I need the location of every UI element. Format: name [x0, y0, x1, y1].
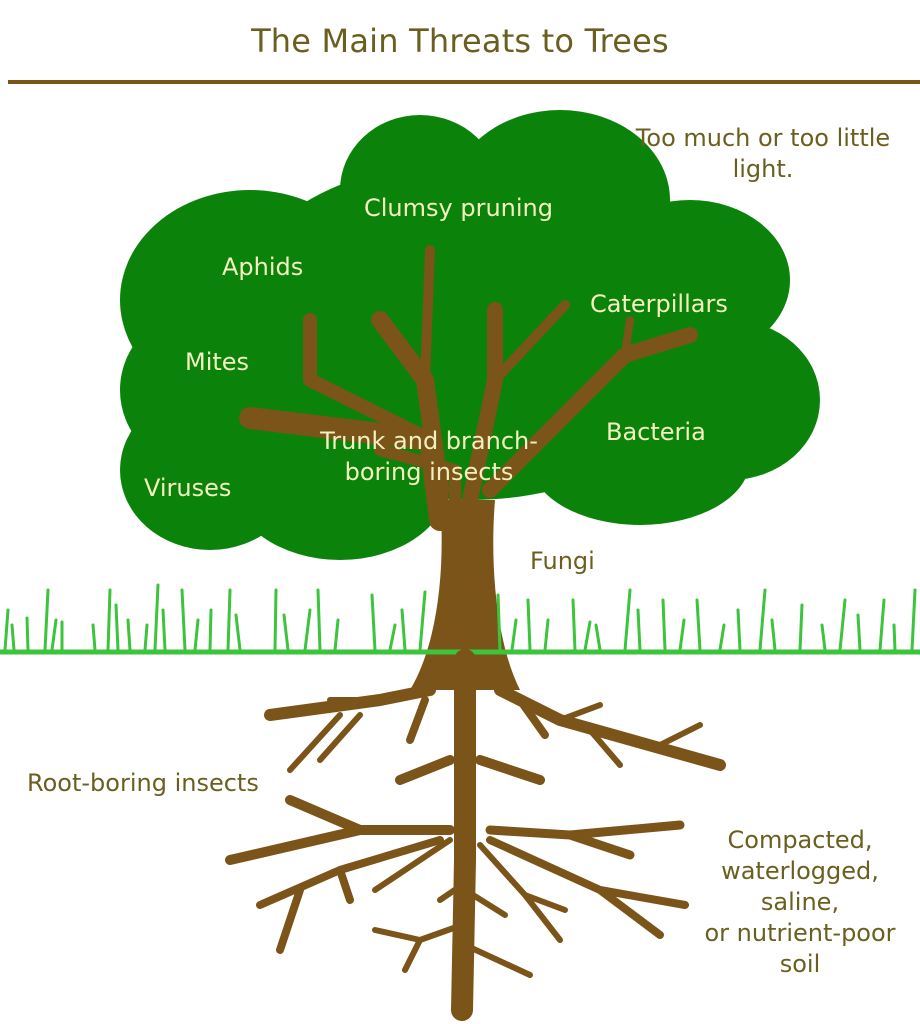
canopy-icon: [120, 110, 820, 560]
trunk-icon: [239, 245, 698, 690]
diagram-title: The Main Threats to Trees: [251, 22, 669, 60]
label-trunk-boring-line1: Trunk and branch-: [320, 427, 538, 455]
label-trunk-boring-line2: boring insects: [344, 458, 514, 486]
label-light: Too much or too little light.: [608, 123, 918, 185]
label-clumsy-pruning: Clumsy pruning: [364, 194, 553, 222]
label-light-line2: light.: [732, 155, 794, 183]
label-soil-line5: soil: [779, 950, 821, 978]
label-root-boring-insects: Root-boring insects: [27, 769, 259, 797]
title-divider: [8, 80, 920, 84]
label-light-line1: Too much or too little: [635, 124, 891, 152]
label-soil-line4: or nutrient-poor: [704, 919, 896, 947]
label-caterpillars: Caterpillars: [590, 290, 728, 318]
label-soil-line1: Compacted,: [727, 826, 873, 854]
label-viruses: Viruses: [144, 474, 232, 502]
label-bacteria: Bacteria: [606, 418, 706, 446]
label-soil-line2: waterlogged,: [721, 857, 879, 885]
label-aphids: Aphids: [222, 253, 304, 281]
label-fungi: Fungi: [530, 547, 595, 575]
label-soil: Compacted, waterlogged, saline, or nutri…: [680, 825, 920, 980]
label-soil-line3: saline,: [760, 888, 840, 916]
roots-icon: [225, 649, 726, 1021]
label-trunk-boring-insects: Trunk and branch- boring insects: [295, 426, 563, 488]
label-mites: Mites: [185, 348, 250, 376]
